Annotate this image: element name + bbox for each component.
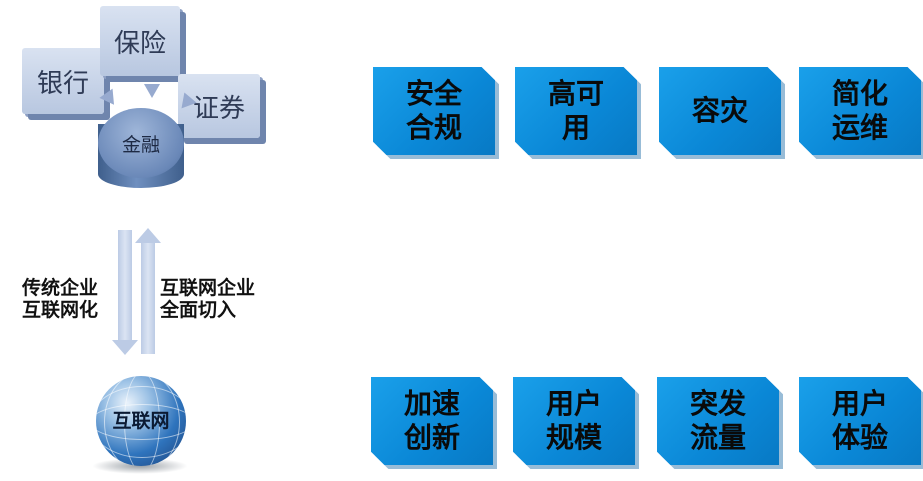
tag-label: 安全 合规 — [406, 77, 462, 145]
bank-cube: 银行 — [22, 48, 104, 114]
insurance-cube: 保险 — [100, 6, 180, 76]
tag-security-compliance: 安全 合规 — [373, 67, 495, 155]
internet-label: 互联网 — [96, 406, 186, 433]
finance-label: 金融 — [122, 130, 160, 157]
tag-user-scale: 用户 规模 — [513, 377, 635, 465]
tag-label: 用户 规模 — [546, 387, 602, 455]
tag-label: 高可 用 — [548, 77, 604, 145]
bank-label: 银行 — [37, 63, 89, 100]
tag-high-availability: 高可 用 — [515, 67, 637, 155]
securities-label: 证券 — [193, 88, 245, 125]
tag-user-experience: 用户 体验 — [799, 377, 921, 465]
down-arrow-shaft — [118, 230, 132, 342]
tag-label: 用户 体验 — [832, 387, 888, 455]
tag-disaster-recovery: 容灾 — [659, 67, 781, 155]
tag-burst-traffic: 突发 流量 — [657, 377, 779, 465]
down-arrow-icon — [112, 340, 138, 355]
tag-label: 简化 运维 — [832, 77, 888, 145]
tag-label: 加速 创新 — [404, 387, 460, 455]
up-arrow-shaft — [141, 242, 155, 354]
tag-label: 突发 流量 — [690, 387, 746, 455]
traditional-enterprise-label: 传统企业 互联网化 — [22, 277, 98, 321]
finance-cylinder: 金融 — [98, 108, 184, 200]
tag-label: 容灾 — [692, 94, 748, 128]
insurance-label: 保险 — [114, 23, 166, 60]
up-arrow-icon — [135, 228, 161, 243]
cylinder-top: 金融 — [98, 108, 184, 178]
tag-accelerate-innovation: 加速 创新 — [371, 377, 493, 465]
insurance-to-finance-arrow-icon — [144, 84, 160, 98]
tag-simplified-ops: 简化 运维 — [799, 67, 921, 155]
internet-enterprise-label: 互联网企业 全面切入 — [160, 277, 255, 321]
